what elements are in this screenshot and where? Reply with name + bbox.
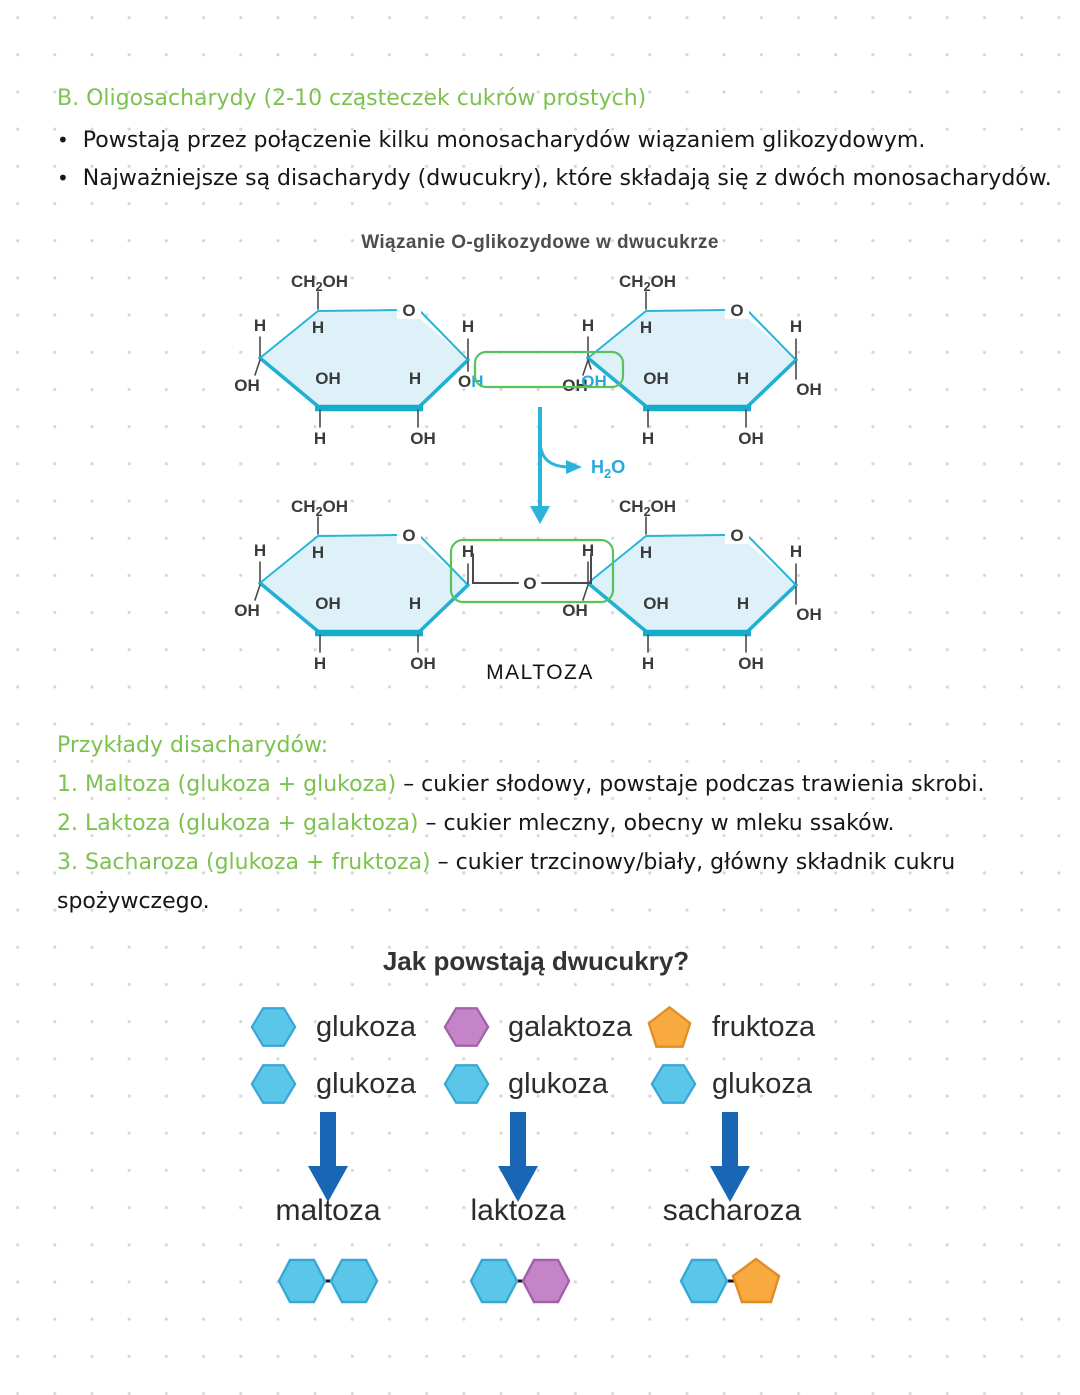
bottom-left-glucose xyxy=(234,497,474,673)
example-item-continuation: spożywczego. xyxy=(57,889,210,914)
example-item: 1. Maltoza (glukoza + glukoza) – cukier … xyxy=(57,772,984,797)
bullet-text: Najważniejsze są disacharydy (dwucukry),… xyxy=(82,166,1052,191)
monosaccharide-label: glukoza xyxy=(316,1068,416,1100)
figure2-title: Jak powstają dwucukry? xyxy=(382,946,690,976)
top-right-glucose: OH xyxy=(562,272,823,448)
monosaccharide-label: glukoza xyxy=(712,1068,812,1100)
fructose-pentagon-icon xyxy=(647,1005,692,1048)
glucose-hexagon-icon xyxy=(250,1064,297,1104)
water-o: O xyxy=(611,457,625,477)
monosaccharide-label: galaktoza xyxy=(508,1011,633,1043)
example-name: 3. Sacharoza (glukoza + fruktoza) xyxy=(57,850,431,875)
figure1-title: Wiązanie O-glikozydowe w dwucukrze xyxy=(361,232,719,253)
monosaccharide-label: fruktoza xyxy=(712,1011,816,1043)
maltoza-pair-icon xyxy=(277,1258,379,1304)
down-arrow-icon xyxy=(498,1112,538,1202)
top-left-glucose: OH xyxy=(234,272,484,448)
galactose-hexagon-icon xyxy=(443,1007,490,1047)
bullet-text: Powstają przez połączenie kilku monosach… xyxy=(82,128,926,153)
glycosidic-bond-figure: CH2OH H O H OH OH H H OH H OH Wiązanie O… xyxy=(225,232,823,684)
example-item: 2. Laktoza (glukoza + galaktoza) – cukie… xyxy=(57,811,895,836)
example-description: – cukier słodowy, powstaje podczas trawi… xyxy=(403,772,985,797)
example-description: – cukier trzcinowy/biały, główny składni… xyxy=(437,850,956,875)
glucose-hexagon-icon xyxy=(250,1007,297,1047)
monosaccharide-label: glukoza xyxy=(508,1068,608,1100)
maltoza-label: MALTOZA xyxy=(486,661,594,684)
disaccharide-label: laktoza xyxy=(470,1194,566,1227)
disaccharide-label: sacharoza xyxy=(662,1194,802,1227)
example-item: 3. Sacharoza (glukoza + fruktoza) – cuki… xyxy=(57,850,955,875)
condensation-arrow xyxy=(530,407,582,524)
bullet-item: • Najważniejsze są disacharydy (dwucukry… xyxy=(57,166,1052,191)
leaving-oh-label: OH xyxy=(581,372,607,391)
down-arrow-icon xyxy=(710,1112,750,1202)
o-text: O xyxy=(458,372,471,391)
bullet-glyph: • xyxy=(57,128,69,152)
monosaccharide-label: glukoza xyxy=(316,1011,416,1043)
laktoza-pair-icon xyxy=(469,1258,571,1304)
disaccharide-label: maltoza xyxy=(275,1194,381,1227)
water-label: H2O xyxy=(591,457,625,481)
leaving-oh-label: OH xyxy=(458,372,484,391)
water-sub2: 2 xyxy=(604,466,611,481)
bullet-glyph: • xyxy=(57,166,69,190)
example-description: – cukier mleczny, obecny w mleku ssaków. xyxy=(425,811,895,836)
oxygen-bridge: O xyxy=(472,553,592,593)
sacharoza-pair-icon xyxy=(679,1257,781,1304)
bullet-item: • Powstają przez połączenie kilku monosa… xyxy=(57,128,925,153)
section-heading: B. Oligosacharydy (2-10 cząsteczek cukró… xyxy=(57,86,647,111)
examples-heading: Przykłady disacharydów: xyxy=(57,733,329,758)
bottom-right-glucose xyxy=(562,497,823,673)
glucose-hexagon-icon xyxy=(443,1064,490,1104)
bridge-oxygen-label: O xyxy=(523,574,536,593)
water-h: H xyxy=(591,457,604,477)
water-leaving-highlight-box xyxy=(473,350,625,389)
down-arrow-icon xyxy=(308,1112,348,1202)
example-name: 1. Maltoza (glukoza + glukoza) xyxy=(57,772,397,797)
glucose-hexagon-icon xyxy=(650,1064,697,1104)
example-name: 2. Laktoza (glukoza + galaktoza) xyxy=(57,811,419,836)
glycosidic-bond-highlight-box xyxy=(449,538,615,604)
